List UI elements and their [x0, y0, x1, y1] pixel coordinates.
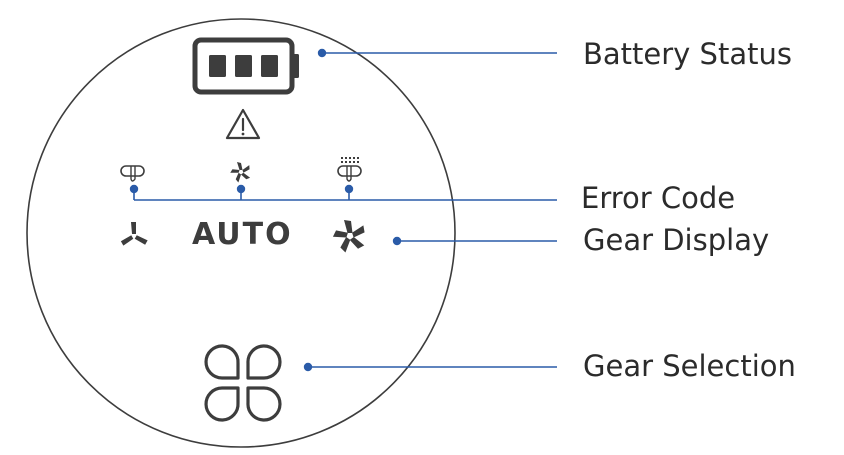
- error-code-label: Error Code: [581, 181, 736, 215]
- gear-selection-label: Gear Selection: [583, 349, 796, 383]
- warning-triangle-icon: [225, 108, 261, 140]
- error-code-leader: [129, 184, 557, 201]
- brush-error-icon: [120, 165, 145, 182]
- gear-selection-leader: [303, 362, 557, 372]
- fan-low-icon: [120, 222, 148, 246]
- gear-display-label: Gear Display: [583, 223, 770, 257]
- fan-high-icon: [332, 220, 365, 253]
- fan-error-icon: [230, 162, 251, 183]
- battery-full-icon: [192, 37, 299, 95]
- clover-button-icon[interactable]: [204, 344, 282, 422]
- filter-error-icon: [337, 157, 362, 182]
- auto-mode-label: AUTO: [192, 217, 293, 252]
- battery-status-label: Battery Status: [583, 37, 792, 71]
- device-face-outline: [26, 18, 456, 448]
- gear-display-leader: [392, 236, 557, 246]
- battery-status-leader: [317, 48, 557, 58]
